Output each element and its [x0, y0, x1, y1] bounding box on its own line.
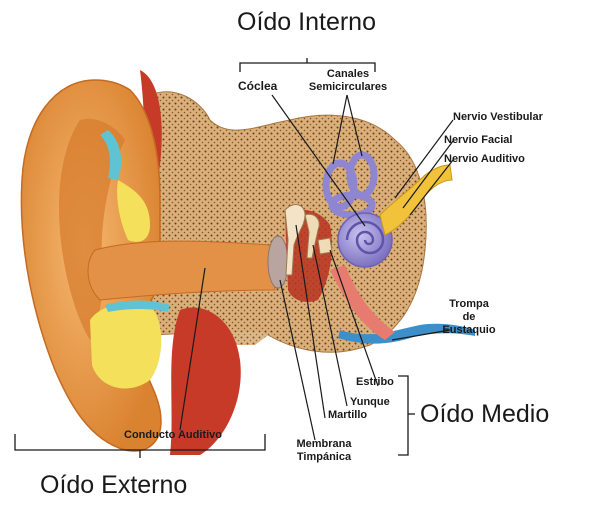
label-auditory-nerve: Nervio Auditivo: [444, 153, 525, 165]
inner-ear-title: Oído Interno: [237, 8, 376, 36]
cartilage-upper: [100, 130, 122, 180]
label-eardrum-line1: Membrana: [296, 438, 352, 450]
label-eardrum: Membrana Timpánica: [284, 438, 364, 464]
malleus-shape: [284, 204, 306, 276]
label-stapes: Estribo: [356, 376, 394, 388]
nerve-bundle: [379, 164, 453, 236]
label-incus: Yunque: [350, 396, 390, 408]
eardrum-shape: [267, 235, 289, 289]
ear-canal-shape: [87, 240, 276, 301]
label-semicircular-canals: Canales Semicirculares: [306, 68, 390, 94]
label-eustachian-tube: Trompa de Eustaquio: [434, 298, 504, 337]
label-eustachian-line2: de: [462, 311, 476, 323]
label-eustachian-line1: Trompa: [449, 298, 489, 310]
label-vestibular-nerve: Nervio Vestibular: [453, 111, 543, 123]
eustachian-tube: [330, 265, 395, 340]
label-ear-canal: Conducto Auditivo: [124, 429, 222, 441]
vessels: [338, 323, 475, 344]
label-eardrum-line2: Timpánica: [296, 451, 352, 463]
auricle-inner-fold: [59, 118, 125, 341]
label-semicircular-line2: Semicirculares: [308, 81, 388, 93]
section-brackets: [14, 58, 415, 458]
fat-lower: [90, 303, 162, 389]
label-cochlea: Cóclea: [238, 79, 278, 93]
cartilage-lower: [105, 300, 170, 312]
label-eustachian-line3: Eustaquio: [442, 324, 496, 336]
cochlea-shape: [337, 212, 393, 268]
leader-lines: [179, 94, 454, 441]
middle-ear-title: Oído Medio: [420, 400, 550, 428]
fat-upper: [117, 180, 150, 242]
outer-ear-title: Oído Externo: [40, 471, 188, 499]
incus-shape: [304, 213, 320, 259]
label-semicircular-line1: Canales: [326, 68, 370, 80]
label-malleus: Martillo: [328, 409, 368, 421]
label-facial-nerve: Nervio Facial: [444, 134, 513, 146]
muscle-lower: [170, 307, 241, 455]
stapes-shape: [317, 237, 333, 255]
